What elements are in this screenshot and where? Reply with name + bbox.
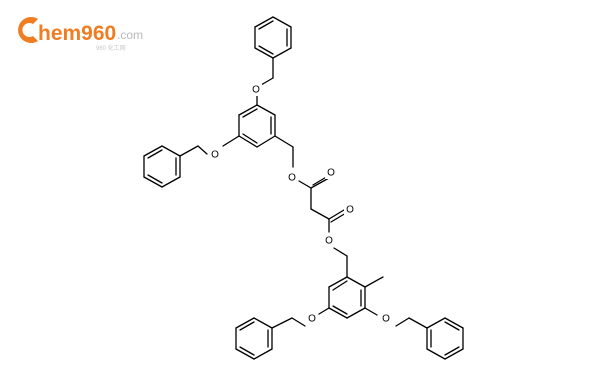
atom-o3-label: O [288, 173, 296, 184]
atom-o4-label: O [327, 168, 335, 179]
chem960-logo[interactable]: hem960 .com 960 化工网 [18, 17, 143, 52]
logo-tld-text: .com [117, 28, 143, 42]
logo-subtitle-text: 960 化工网 [96, 44, 126, 52]
atom-o4: O [325, 167, 337, 179]
logo-c-icon [18, 17, 38, 43]
atom-o1-label: O [252, 85, 260, 96]
atom-o2-label: O [211, 150, 219, 161]
atom-o7-label: O [308, 314, 316, 325]
atom-o7: O [306, 313, 318, 325]
atom-o2: O [209, 149, 221, 161]
atom-o8: O [380, 313, 392, 325]
atom-o1: O [250, 84, 262, 96]
atom-o6: O [323, 235, 335, 247]
atom-o8-label: O [382, 314, 390, 325]
atom-o6-label: O [325, 236, 333, 247]
atom-labels: O O O O O O O O [209, 84, 392, 325]
atom-o3: O [286, 172, 298, 184]
atom-o5: O [344, 204, 356, 216]
atom-o5-label: O [346, 205, 354, 216]
logo-brand-text: hem960 [38, 22, 116, 45]
bond-lines [143, 16, 464, 360]
